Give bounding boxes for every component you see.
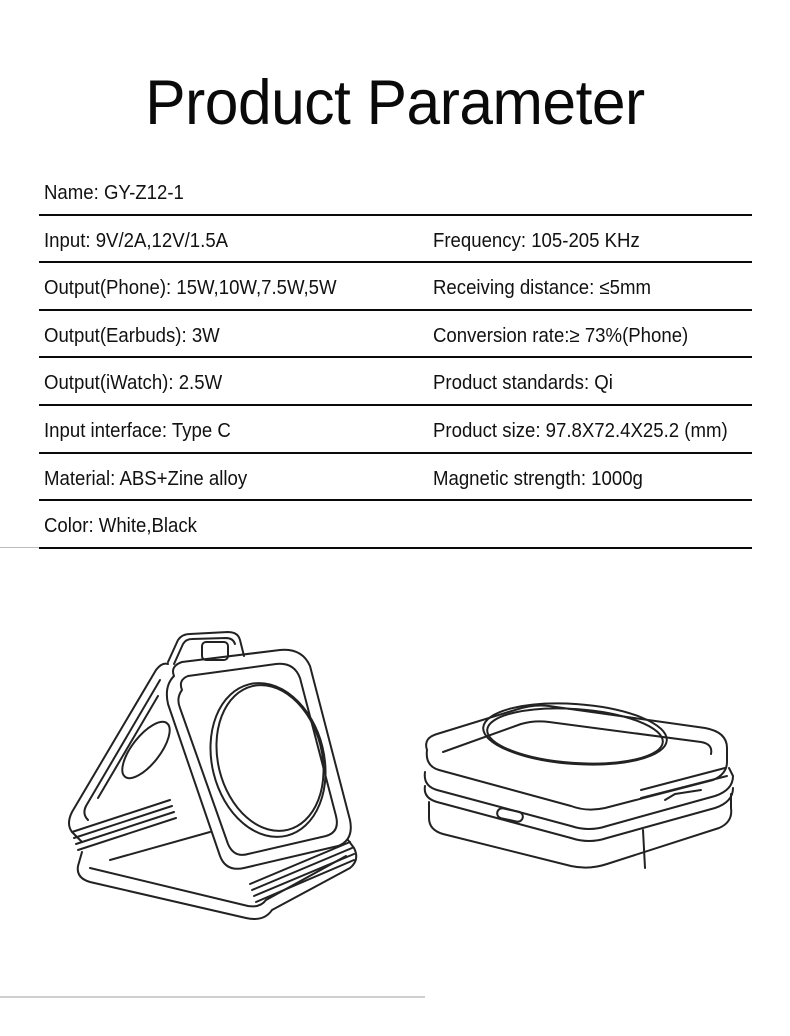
spec-row: Input interface: Type C Product size: 97… <box>39 406 752 454</box>
charger-unfolded-stand-drawing <box>50 620 360 920</box>
spec-output-phone: Output(Phone): 15W,10W,7.5W,5W <box>44 277 337 300</box>
spec-table: Name: GY-Z12-1 Input: 9V/2A,12V/1.5A Fre… <box>39 168 752 549</box>
spec-product-size: Product size: 97.8X72.4X25.2 (mm) <box>433 419 728 442</box>
spec-row: Name: GY-Z12-1 <box>39 168 752 216</box>
spec-row: Material: ABS+Zine alloy Magnetic streng… <box>39 454 752 502</box>
spec-color: Color: White,Black <box>44 515 197 538</box>
spec-row: Output(iWatch): 2.5W Product standards: … <box>39 358 752 406</box>
spec-receiving-distance: Receiving distance: ≤5mm <box>433 277 651 300</box>
spec-output-iwatch: Output(iWatch): 2.5W <box>44 372 223 395</box>
spec-input-interface: Input interface: Type C <box>44 419 231 442</box>
spec-product-standards: Product standards: Qi <box>433 372 613 395</box>
spec-row: Output(Earbuds): 3W Conversion rate:≥ 73… <box>39 311 752 359</box>
spec-magnetic-strength: Magnetic strength: 1000g <box>433 467 643 490</box>
spec-input: Input: 9V/2A,12V/1.5A <box>44 229 229 252</box>
spec-row: Input: 9V/2A,12V/1.5A Frequency: 105-205… <box>39 216 752 264</box>
spec-row: Color: White,Black <box>39 501 752 549</box>
divider-line <box>0 547 39 548</box>
spec-row: Output(Phone): 15W,10W,7.5W,5W Receiving… <box>39 263 752 311</box>
spec-material: Material: ABS+Zine alloy <box>44 467 248 490</box>
spec-conversion-rate: Conversion rate:≥ 73%(Phone) <box>433 324 689 347</box>
divider-line <box>0 996 425 998</box>
spec-output-earbuds: Output(Earbuds): 3W <box>44 324 220 347</box>
spec-name: Name: GY-Z12-1 <box>44 182 184 204</box>
charger-folded-drawing <box>415 690 760 870</box>
page-title: Product Parameter <box>145 68 645 138</box>
spec-frequency: Frequency: 105-205 KHz <box>433 229 640 252</box>
